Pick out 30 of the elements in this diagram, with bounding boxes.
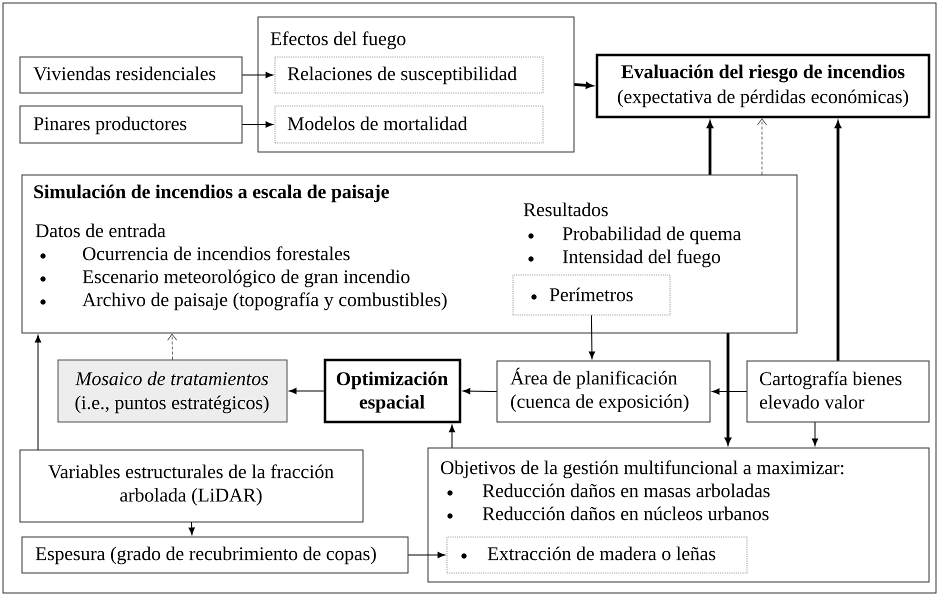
arrow xyxy=(757,118,767,175)
arrow xyxy=(242,121,274,128)
arrow xyxy=(834,121,842,360)
result-box: Evaluación del riesgo de incendios (expectativa de pérdidas económicas) xyxy=(596,54,930,118)
arrow xyxy=(588,314,596,359)
arrow xyxy=(706,121,714,174)
arrow xyxy=(448,424,456,448)
treatment-box: Mosaico de tratamientos (i.e., puntos estratégicos) xyxy=(58,360,288,422)
input-box: Variables estructurales de la fracción arbolada (LiDAR) xyxy=(20,450,364,522)
arrow xyxy=(167,334,178,360)
process-box: Optimización espacial xyxy=(324,358,462,424)
arrow xyxy=(574,82,593,89)
input-box: Viviendas residenciales xyxy=(20,56,242,94)
arrow xyxy=(188,522,195,535)
dotted-box: Modelos de mortalidad xyxy=(274,106,544,144)
process-box: Área de planificación (cuenca de exposición) xyxy=(496,360,710,422)
arrow xyxy=(408,552,446,558)
dotted-box: Relaciones de susceptibilidad xyxy=(274,56,544,94)
input-box: Pinares productores xyxy=(20,106,242,144)
dotted-box: Perímetros xyxy=(512,274,670,316)
dotted-box: Extracción de madera o leñas xyxy=(446,536,748,574)
arrow xyxy=(724,334,732,445)
arrow xyxy=(34,335,42,450)
arrow xyxy=(289,388,324,394)
input-box: Espesura (grado de recubrimiento de copas) xyxy=(22,536,408,574)
arrow xyxy=(462,388,497,394)
arrow xyxy=(712,388,747,395)
input-box: Cartografía bienes elevado valor xyxy=(746,360,930,422)
arrow xyxy=(812,422,818,446)
arrow xyxy=(242,72,274,78)
